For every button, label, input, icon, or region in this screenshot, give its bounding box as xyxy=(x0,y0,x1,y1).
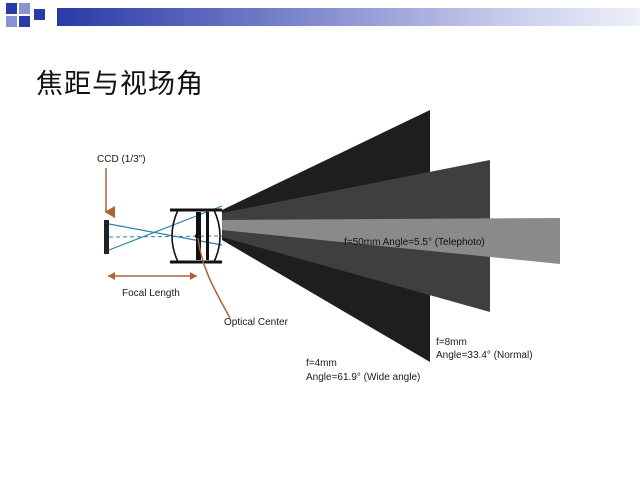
normal-angle-label: Angle=33.4° (Normal) xyxy=(436,350,533,361)
optical-axis xyxy=(108,235,223,238)
gradient-band xyxy=(57,8,640,26)
ccd-label: CCD (1/3") xyxy=(97,154,146,165)
deco-square-1 xyxy=(6,3,17,14)
deco-square-4 xyxy=(19,16,30,27)
beam-telephoto xyxy=(222,218,560,264)
optical-center-leader xyxy=(197,237,231,319)
normal-focal-label: f=8mm xyxy=(436,337,467,348)
wide-focal-label: f=4mm xyxy=(306,358,337,369)
deco-square-2 xyxy=(19,3,30,14)
ray-lower xyxy=(108,205,223,251)
deco-square-3 xyxy=(6,16,17,27)
optical-center-label: Optical Center xyxy=(224,317,289,328)
ccd-sensor xyxy=(104,220,109,254)
ray-upper xyxy=(108,223,223,246)
wide-angle-label: Angle=61.9° (Wide angle) xyxy=(306,372,420,383)
focal-length-label: Focal Length xyxy=(122,288,180,299)
lens-assembly xyxy=(170,208,222,264)
header-decoration xyxy=(0,0,640,34)
telephoto-label: f=50mm Angle=5.5° (Telephoto) xyxy=(344,237,485,248)
deco-square-5 xyxy=(34,9,45,20)
slide-title: 焦距与视场角 xyxy=(36,69,204,100)
